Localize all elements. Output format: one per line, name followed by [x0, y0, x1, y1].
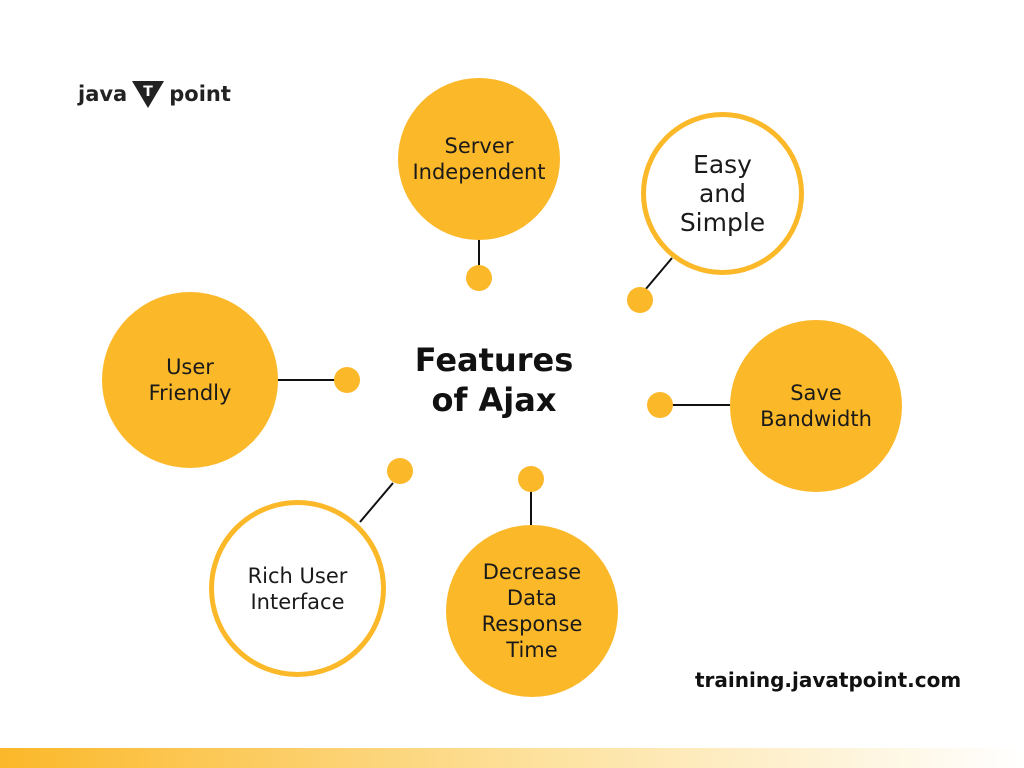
javatpoint-logo: java T point [78, 78, 231, 110]
connector-dot-rich-user-interface [387, 458, 413, 484]
feature-decrease-data-response-time: Decrease Data Response Time [446, 525, 618, 697]
footer-url: training.javatpoint.com [695, 668, 962, 692]
feature-label: Server Independent [412, 134, 546, 184]
connector-easy-and-simple [644, 257, 673, 291]
feature-label: Rich User Interface [247, 563, 348, 614]
feature-label: Save Bandwidth [760, 381, 872, 431]
logo-text-point: point [169, 82, 231, 106]
logo-text-java: java [78, 82, 128, 106]
feature-rich-user-interface: Rich User Interface [209, 500, 386, 677]
feature-easy-and-simple: Easy and Simple [641, 112, 804, 275]
connector-dot-easy-and-simple [627, 287, 653, 313]
feature-label: Easy and Simple [679, 150, 766, 237]
connector-dot-save-bandwidth [647, 392, 673, 418]
feature-user-friendly: User Friendly [102, 292, 278, 468]
logo-mark-letter: T [143, 84, 153, 100]
feature-save-bandwidth: Save Bandwidth [730, 320, 902, 492]
center-title: Features of Ajax [414, 341, 574, 419]
connector-dot-server-independent [466, 265, 492, 291]
feature-label: User Friendly [148, 355, 232, 405]
feature-server-independent: Server Independent [398, 78, 560, 240]
t-mark-icon: T [132, 81, 165, 108]
connector-dot-user-friendly [334, 367, 360, 393]
connector-rich-user-interface [359, 482, 394, 523]
connector-dot-decrease-data-response-time [518, 466, 544, 492]
bottom-gradient-bar [0, 748, 1024, 768]
feature-label: Decrease Data Response Time [481, 560, 583, 662]
